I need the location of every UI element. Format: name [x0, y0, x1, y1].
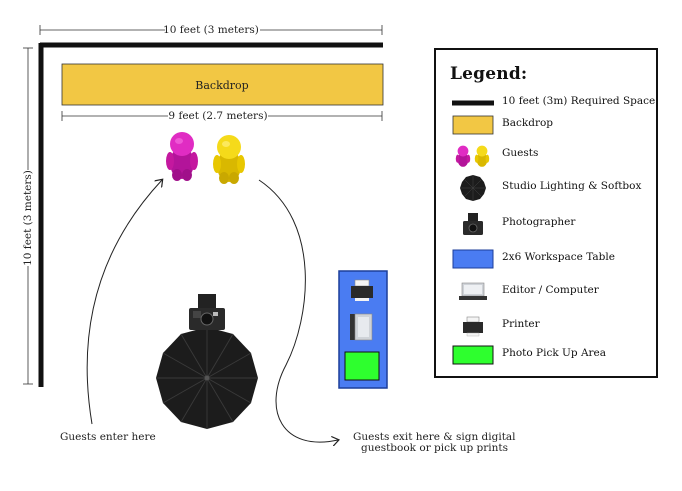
top-dimension-label: 10 feet (3 meters)	[163, 24, 259, 36]
legend-label: Printer	[502, 318, 540, 330]
backdrop-swatch-icon	[452, 115, 494, 135]
legend-panel: Legend: 10 feet (3m) Required Space Back…	[434, 48, 658, 378]
legend-title: Legend:	[450, 64, 528, 84]
backdrop-dimension-label: 9 feet (2.7 meters)	[168, 110, 267, 122]
legend-item-photo-pickup: Photo Pick Up Area	[436, 342, 656, 368]
legend-item-printer: Printer	[436, 313, 656, 339]
wall-line-icon	[452, 100, 494, 106]
legend-item-editor-computer: Editor / Computer	[436, 279, 656, 305]
backdrop: Backdrop	[61, 63, 384, 106]
legend-item-workspace-table: 2x6 Workspace Table	[436, 246, 656, 272]
side-dimension-label: 10 feet (3 meters)	[22, 170, 34, 266]
photographer-camera-icon	[189, 294, 225, 330]
camera-icon	[463, 213, 483, 235]
top-dimension: 10 feet (3 meters)	[39, 22, 383, 36]
printer-icon	[463, 316, 483, 337]
entry-annotation: Guests enter here	[60, 431, 156, 443]
legend-label: Photographer	[502, 216, 576, 228]
legend-item-photographer: Photographer	[436, 211, 656, 237]
table-swatch-icon	[452, 249, 494, 269]
backdrop-label: Backdrop	[195, 79, 248, 92]
exit-arrow	[258, 179, 338, 442]
legend-label: 10 feet (3m) Required Space	[502, 95, 656, 107]
legend-item-backdrop: Backdrop	[436, 112, 656, 138]
legend-label: Photo Pick Up Area	[502, 347, 607, 359]
laptop-icon	[350, 313, 373, 341]
guests-icon	[455, 145, 490, 167]
legend-label: Backdrop	[502, 117, 554, 129]
pickup-swatch-icon	[452, 345, 494, 365]
umbrella-icon	[460, 175, 486, 201]
printer-icon	[351, 279, 373, 301]
photo-pickup-area	[344, 351, 380, 381]
legend-label: Editor / Computer	[502, 284, 599, 296]
legend-label: Guests	[502, 147, 539, 159]
legend-label: 2x6 Workspace Table	[502, 251, 615, 263]
guest-yellow-icon	[213, 135, 245, 184]
studio-umbrella-icon	[156, 327, 258, 429]
legend-label: Studio Lighting & Softbox	[502, 180, 642, 192]
legend-item-studio-lighting: Studio Lighting & Softbox	[436, 175, 656, 201]
backdrop-dimension: 9 feet (2.7 meters)	[61, 109, 383, 123]
side-dimension: 10 feet (3 meters)	[22, 47, 34, 385]
legend-item-guests: Guests	[436, 142, 656, 168]
guest-magenta-icon	[166, 132, 198, 181]
laptop-icon	[459, 282, 487, 300]
legend-item-required-space: 10 feet (3m) Required Space	[436, 90, 656, 116]
entry-arrow	[86, 180, 162, 425]
room-walls	[38, 42, 383, 387]
exit-annotation-line1: Guests exit here & sign digital	[353, 431, 516, 443]
exit-annotation-line2: guestbook or pick up prints	[361, 442, 508, 454]
